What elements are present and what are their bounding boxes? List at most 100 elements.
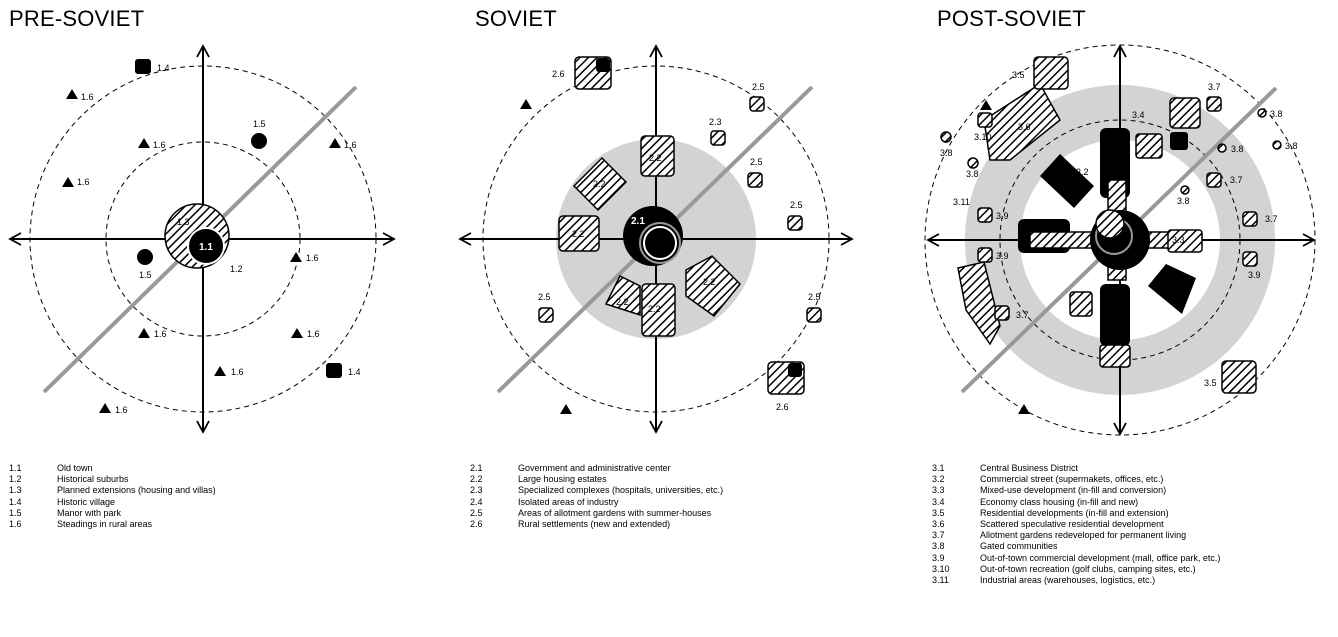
label-3-11: 3.11 [953,197,970,207]
legend-code: 2.1 [470,463,483,473]
legend-code: 3.5 [932,507,945,518]
legend-text: Residential developments (in-fill and ex… [980,507,1169,518]
legend-text: Historic village [57,496,116,507]
legend-code: 1.5 [9,507,22,518]
label-1-6: 1.6 [81,92,94,102]
label-3-8: 3.8 [1231,144,1244,154]
legend-text: Large housing estates [518,474,607,485]
gated-community [1272,140,1282,150]
label-2-6: 2.6 [776,402,789,412]
legend-text: Rural settlements (new and extended) [518,519,671,530]
legend-code: 3.4 [932,496,945,507]
legend-text: Specialized complexes (hospitals, univer… [518,485,724,496]
steading [214,366,226,376]
steading [66,89,78,99]
mixed-use [1167,229,1203,253]
legend-row: 1.6 Steadings in rural areas [9,519,216,530]
legend-row: 3.9 Out-of-town commercial development (m… [932,553,1220,564]
legend-code: 3.6 [932,519,945,530]
label-1-6: 1.6 [77,177,90,187]
economy-housing [1040,154,1094,208]
steading [329,138,341,148]
gated-community [1257,108,1267,118]
housing-estate [685,255,742,318]
legend-row: 3.5 Residential developments (in-fill and… [932,508,1220,519]
label-2-2: 2.2 [593,179,606,189]
legend-code: 1.6 [9,519,22,530]
administrative-center [623,206,683,266]
steading [520,99,532,109]
legend-code: 2.6 [470,519,483,530]
legend-text: Out-of-town commercial development (mall… [980,552,1221,563]
recreation-area [977,112,993,128]
economy-housing [1148,264,1196,314]
residential-development [1221,360,1257,394]
historic-village [135,59,151,74]
out-of-town-commercial [977,207,993,223]
gated-community [1217,143,1227,153]
label-2-3: 2.3 [709,117,722,127]
label-3-5: 3.5 [1204,378,1217,388]
legend-text: Steadings in rural areas [57,519,153,530]
panel-title-post-soviet: POST-SOVIET [937,6,1086,31]
label-2-2: 2.2 [703,277,716,287]
label-1-5: 1.5 [253,119,266,129]
residential-area [957,261,1001,346]
legend-text: Out-of-town recreation (golf clubs, camp… [980,563,1196,574]
label-3-9: 3.9 [996,211,1009,221]
label-3-8: 3.8 [966,169,979,179]
historic-village [326,363,342,378]
legend-code: 3.9 [932,552,945,563]
steading [62,177,74,187]
manor [251,133,267,149]
panel-title-pre-soviet: PRE-SOVIET [9,6,145,31]
recreation [980,100,992,110]
label-1-6: 1.6 [344,140,357,150]
specialized-complex [710,130,726,146]
label-3-6: 3.6 [1018,122,1031,132]
housing-estate [641,283,676,337]
mixed-use [1135,133,1163,159]
legend-text: Areas of allotment gardens with summer-h… [518,507,712,518]
label-3-8: 3.8 [1270,109,1283,119]
allotment-redeveloped [1242,211,1258,227]
economy-housing [1100,284,1130,346]
scattered-development [983,82,1061,161]
economy-housing [1170,132,1188,150]
label-3-8: 3.8 [940,148,953,158]
label-3-7: 3.7 [1230,175,1243,185]
gated-community [1180,185,1190,195]
legend-text: Isolated areas of industry [518,496,619,507]
steading [290,252,302,262]
label-1-3: 1.3 [177,217,190,227]
label-3-7: 3.7 [1208,82,1221,92]
soviet-panel: 2.2 2.2 2.2 2.2 2.2 2.2 2.1 2.3 2.5 2.5 … [458,44,854,434]
legend-text: Central Business District [980,463,1079,473]
label-3-2: 3.2 [1076,167,1089,177]
steading [138,328,150,338]
label-3-5: 3.5 [1012,70,1025,80]
legend-text: Mixed-use development (in-fill and conve… [980,485,1167,496]
label-2-5: 2.5 [752,82,765,92]
allotment-garden [806,307,822,323]
steading [99,403,111,413]
cbd-ring [1095,209,1125,239]
pre-soviet-panel: 1.1 1.3 1.2 1.4 1.4 1.5 1.5 1.6 1.6 1.6 … [8,44,396,434]
legend-code: 1.3 [9,485,22,496]
label-3-3: 3.3 [1172,235,1185,245]
